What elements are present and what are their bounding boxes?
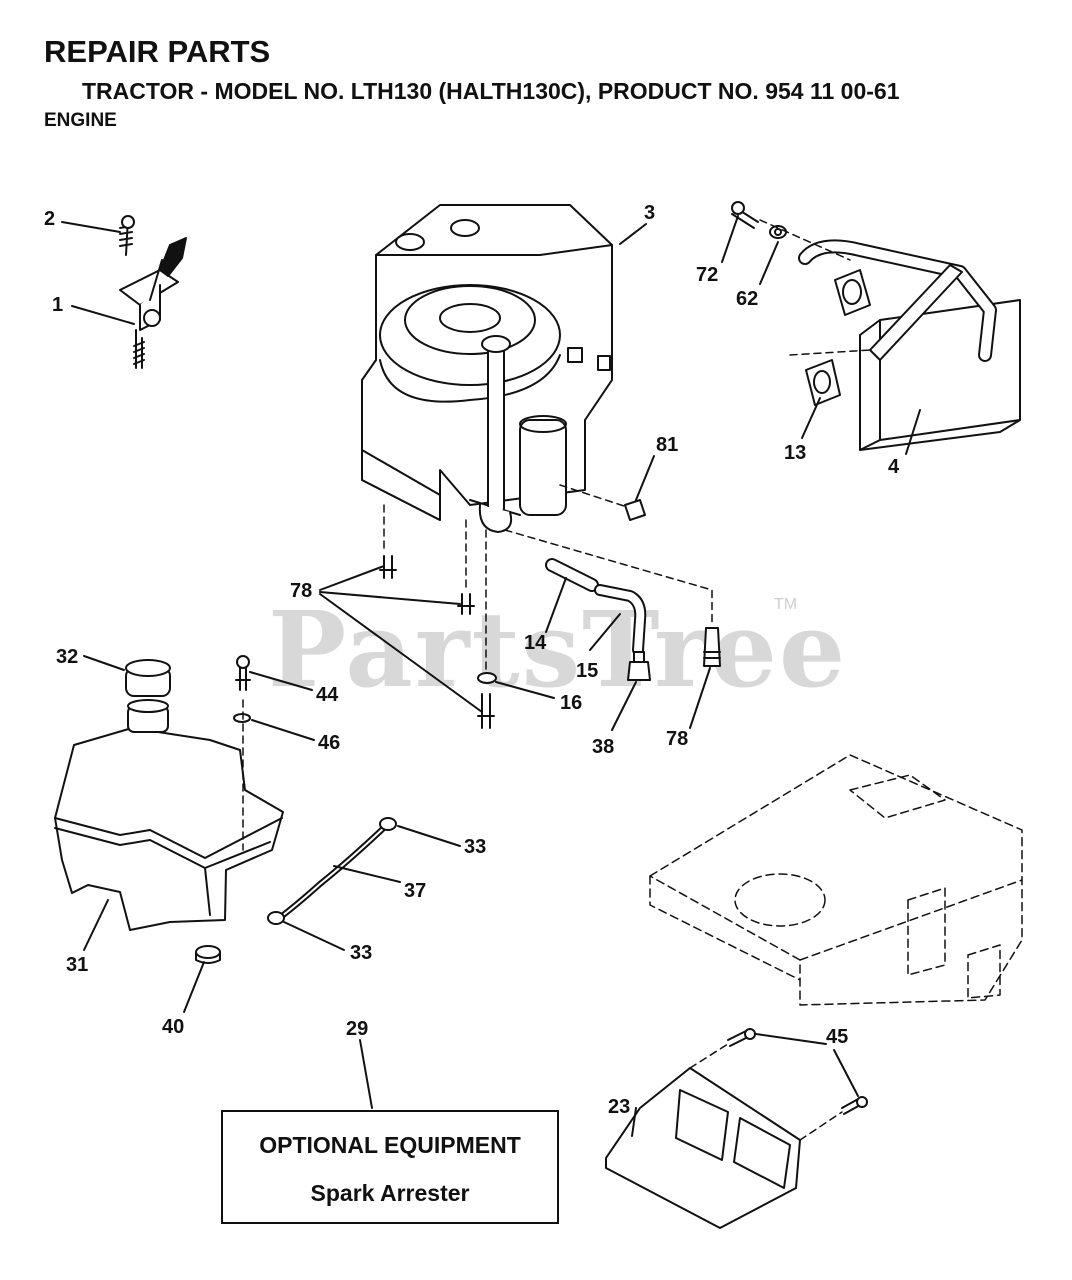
callout-23: 23: [608, 1096, 631, 1118]
model-subtitle: TRACTOR - MODEL NO. LTH130 (HALTH130C), …: [82, 78, 900, 104]
callout-29: 29: [346, 1018, 369, 1040]
callout-2: 2: [44, 208, 56, 230]
tractor-frame: [649, 754, 1023, 1006]
page-title: REPAIR PARTS: [44, 34, 271, 69]
callout-3: 3: [644, 202, 656, 224]
callout-45: 45: [826, 1026, 849, 1048]
callout-15: 15: [576, 660, 599, 682]
muffler: [731, 201, 1021, 451]
section-name: ENGINE: [44, 110, 117, 131]
watermark-trademark: TM: [774, 596, 798, 613]
throttle-control: [119, 215, 187, 369]
spark-arrester-label: Spark Arrester: [310, 1180, 470, 1206]
callout-16: 16: [560, 692, 583, 714]
callout-44: 44: [316, 684, 339, 706]
callout-1: 1: [52, 294, 64, 316]
watermark: PartsTree: [268, 588, 848, 711]
callout-62: 62: [736, 288, 759, 310]
optional-equipment-title: OPTIONAL EQUIPMENT: [259, 1132, 521, 1158]
callout-40: 40: [162, 1016, 185, 1038]
callout-37: 37: [404, 880, 427, 902]
oil-drain-assembly: [379, 484, 721, 729]
callout-78-bolts: 78: [290, 580, 313, 602]
callout-81: 81: [656, 434, 679, 456]
callout-33-lower: 33: [350, 942, 373, 964]
engine: [361, 204, 613, 533]
leader-lines: [61, 215, 921, 1137]
optional-equipment-box: OPTIONAL EQUIPMENT Spark Arrester: [221, 1110, 559, 1224]
callout-31: 31: [66, 954, 89, 976]
spark-arrester: [605, 1028, 868, 1229]
callout-14: 14: [524, 632, 547, 654]
callout-46: 46: [318, 732, 341, 754]
callout-72: 72: [696, 264, 719, 286]
callout-38: 38: [592, 736, 615, 758]
callout-32: 32: [56, 646, 79, 668]
callout-78-drain: 78: [666, 728, 689, 750]
callout-33-upper: 33: [464, 836, 487, 858]
callout-4: 4: [888, 456, 900, 478]
fuel-tank: [54, 655, 397, 964]
callout-13: 13: [784, 442, 807, 464]
